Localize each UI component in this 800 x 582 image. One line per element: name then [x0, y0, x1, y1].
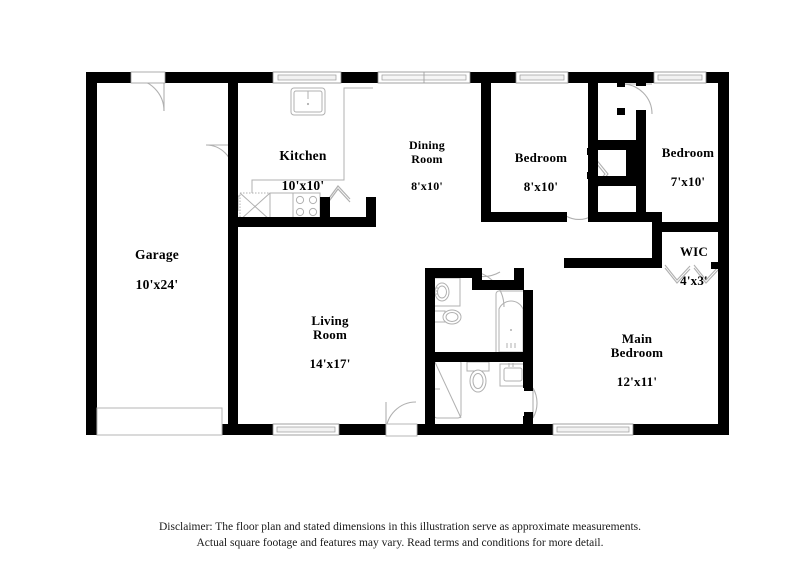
bedroom3-door[interactable] [621, 83, 653, 115]
main-bath-door[interactable] [532, 387, 538, 419]
wall-bath-upper-divider [472, 280, 524, 290]
main-bath-toilet [466, 361, 490, 393]
room-name-main-bedroom: Main Bedroom [610, 330, 664, 361]
disclaimer-line-2: Actual square footage and features may v… [196, 536, 604, 549]
wall-bath-right-upper [523, 290, 533, 362]
garage-entry-opening[interactable] [130, 71, 166, 84]
room-label-dining-room: Dining Room 8'x10' [377, 126, 477, 207]
wall-living-right [425, 268, 435, 435]
room-dimensions-dining-room: 8'x10' [411, 178, 443, 193]
wall-closet-top [598, 140, 636, 150]
main-bath-vanity [499, 363, 527, 387]
door-openings-layer [96, 71, 418, 437]
front-entry-opening[interactable] [385, 423, 418, 437]
wall-kitchen-bottom-left [228, 217, 320, 227]
fixtures-layer [131, 78, 720, 433]
window-living-room [272, 423, 340, 436]
garage-overhead-door[interactable] [96, 407, 223, 436]
windows-layer [272, 71, 707, 436]
shower [433, 359, 462, 419]
wall-bedroom2-right-upper [588, 72, 598, 146]
wall-wic-left [652, 218, 662, 260]
wall-bedroom2-bottom-left [481, 212, 557, 222]
room-name-bedroom-3: Bedroom [661, 144, 715, 160]
bathtub [495, 290, 527, 360]
window-bedroom-3 [653, 71, 707, 84]
window-bedroom-2 [515, 71, 569, 84]
room-dimensions-main-bedroom: 12'x11' [616, 374, 658, 390]
garage-entry-door[interactable] [131, 78, 165, 112]
room-dimensions-garage: 10'x24' [135, 277, 179, 293]
wall-bath-right-bottom [523, 416, 533, 435]
hall-bath-sink [431, 277, 461, 307]
room-dimensions-bedroom-3: 7'x10' [670, 173, 706, 189]
wall-main-bedroom-top [564, 258, 662, 268]
room-label-bedroom-3: Bedroom 7'x10' [628, 131, 748, 204]
exterior-wall-right [718, 72, 729, 435]
wall-main-jamb [564, 258, 574, 268]
wall-pantry-right [366, 197, 376, 221]
room-dimensions-kitchen: 10'x10' [281, 178, 325, 194]
room-label-wic: WIC 4'x3' [654, 230, 734, 303]
room-dimensions-living-room: 14'x17' [309, 356, 351, 372]
wall-garage-right-lower [228, 172, 238, 435]
kitchen-sink [290, 87, 326, 116]
wall-bedroom3-left-lower [636, 110, 646, 222]
wall-bedroom2-left [481, 72, 491, 222]
window-main-bedroom [552, 423, 634, 436]
wall-bedroom3-left-upper [636, 72, 646, 86]
disclaimer-line-1: Disclaimer: The floor plan and stated di… [158, 521, 642, 533]
room-dimensions-wic: 4'x3' [680, 272, 708, 288]
room-name-dining-room: Dining Room [409, 138, 445, 166]
range-stove [292, 192, 321, 221]
window-kitchen [272, 71, 342, 84]
wall-bedroom2-right-lower [588, 181, 598, 222]
wall-entry-jamb-right [416, 424, 425, 435]
room-name-bedroom-2: Bedroom [514, 149, 568, 165]
room-name-garage: Garage [135, 247, 179, 263]
wall-bedroom2-right-mid [588, 146, 598, 181]
door-jambs-layer [229, 80, 719, 420]
room-dimensions-bedroom-2: 8'x10' [523, 178, 559, 194]
room-name-wic: WIC [679, 243, 709, 259]
wall-hall-nub [596, 212, 610, 222]
wall-bath-left-jamb [472, 268, 482, 290]
room-label-bedroom-2: Bedroom 8'x10' [481, 136, 601, 209]
room-label-living-room: Living Room 14'x17' [280, 299, 380, 386]
wall-pantry-left [320, 197, 330, 221]
wall-garage-right-upper [228, 72, 238, 172]
wall-bath-right-lower [523, 362, 533, 388]
exterior-wall-left [86, 72, 97, 435]
window-dining [377, 71, 471, 84]
wall-kitchen-bottom-right [320, 217, 376, 227]
wall-bath-right-jamb [514, 268, 524, 290]
room-label-garage: Garage 10'x24' [77, 232, 237, 308]
wic-bifold[interactable] [664, 264, 720, 284]
wall-wic-top [652, 222, 718, 232]
wall-bath-top-left [425, 268, 473, 278]
wall-bath-middle [425, 352, 533, 362]
room-name-living-room: Living Room [311, 312, 349, 343]
disclaimer: Disclaimer: The floor plan and stated di… [0, 520, 800, 552]
wall-hall-top-right [610, 212, 662, 222]
room-name-kitchen: Kitchen [279, 148, 327, 164]
room-label-kitchen: Kitchen 10'x10' [233, 133, 373, 209]
wall-closet-bottom [598, 176, 636, 186]
room-label-main-bedroom: Main Bedroom 12'x11' [577, 317, 697, 404]
hall-bath-toilet [431, 309, 462, 325]
kitchen-pantry-bifold[interactable] [326, 185, 351, 205]
wall-closet-right [626, 140, 636, 186]
